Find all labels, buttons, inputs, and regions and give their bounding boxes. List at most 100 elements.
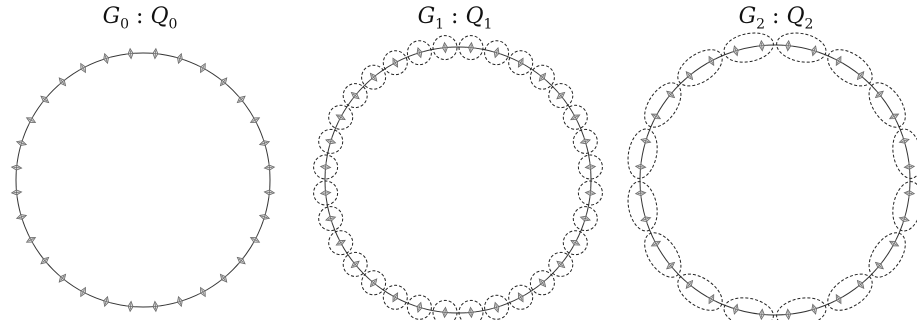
ring-node	[538, 278, 547, 288]
ring-node	[219, 77, 228, 87]
cluster-ellipse	[868, 82, 906, 128]
node-cross	[390, 294, 400, 301]
node-cross	[642, 135, 649, 146]
ring-node	[335, 238, 346, 248]
node-cross	[875, 90, 883, 99]
node-cross	[266, 162, 273, 173]
node-cross	[439, 309, 451, 316]
cluster-ellipse	[644, 82, 682, 128]
ring-node	[350, 91, 360, 100]
cluster-ellipse	[627, 181, 658, 232]
node-cross	[706, 296, 716, 302]
node-cross	[642, 214, 649, 225]
node-cross	[327, 136, 334, 147]
node-cross	[266, 187, 273, 198]
ring-node	[898, 214, 910, 225]
ring-node	[198, 62, 208, 74]
ring-node	[25, 235, 37, 245]
ring-node	[898, 135, 910, 146]
node-cross	[582, 136, 589, 147]
node-cross	[516, 294, 526, 301]
node-cross	[901, 135, 908, 146]
node-cross	[175, 55, 185, 62]
node-cross	[101, 298, 111, 305]
ring-node	[834, 55, 844, 67]
node-cross	[756, 311, 767, 318]
ring-edge	[324, 46, 592, 314]
node-cross	[706, 58, 716, 64]
ring-node	[40, 95, 50, 104]
node-cross	[58, 78, 67, 86]
cluster-circle	[508, 50, 534, 76]
ring-node	[15, 212, 28, 222]
ring-node	[888, 111, 900, 121]
node-cross	[261, 212, 268, 222]
node-cross	[516, 59, 526, 66]
ring-node	[579, 136, 591, 147]
cluster-circle	[432, 35, 458, 61]
ring-node	[783, 308, 794, 320]
ring-node	[78, 286, 88, 298]
node-cross	[465, 309, 477, 316]
node-cross	[783, 42, 794, 49]
node-cross	[730, 47, 741, 54]
ring-node	[650, 239, 662, 249]
node-cross	[18, 138, 25, 148]
ring-node	[58, 77, 67, 87]
panel-title-g2-q2: G2 : Q2	[738, 4, 814, 33]
ring-node	[10, 162, 23, 173]
node-cross	[28, 235, 34, 245]
node-cross	[538, 73, 547, 81]
ring-node	[584, 161, 597, 173]
node-cross	[125, 303, 136, 310]
ring-node	[783, 39, 794, 52]
ring-node	[10, 187, 23, 198]
ring-node	[125, 47, 136, 60]
ring-node	[258, 212, 271, 222]
ring-node	[390, 292, 400, 303]
ring-node	[634, 188, 647, 199]
cluster-circle	[318, 206, 344, 232]
ring-node	[58, 273, 67, 283]
node-cross	[875, 261, 883, 270]
node-cross	[557, 91, 565, 100]
node-cross	[198, 289, 208, 295]
ring-node	[258, 138, 271, 148]
node-cross	[219, 274, 228, 282]
ring-node	[706, 293, 716, 305]
ring-node	[101, 52, 111, 65]
cluster-ellipse	[677, 273, 723, 311]
node-cross	[637, 188, 644, 199]
ring-node	[730, 303, 741, 315]
cluster-circle	[342, 251, 368, 277]
ring-node	[175, 295, 185, 308]
ring-node	[150, 47, 161, 60]
cluster-circle	[382, 284, 408, 310]
node-cross	[414, 49, 425, 56]
node-cross	[41, 256, 49, 265]
ring-node	[101, 295, 111, 308]
node-cross	[756, 42, 767, 49]
ring-node	[491, 47, 502, 59]
node-cross	[337, 112, 344, 122]
panel-title-g1-q1: G1 : Q1	[417, 4, 493, 33]
cluster-circle	[406, 294, 432, 320]
node-cross	[101, 55, 111, 62]
node-cross	[13, 187, 20, 198]
node-cross	[667, 90, 675, 99]
node-cross	[414, 304, 425, 311]
node-cross	[13, 162, 20, 173]
cluster-circle	[508, 284, 534, 310]
node-cross	[685, 280, 694, 288]
node-cross	[491, 304, 502, 311]
node-cross	[237, 95, 245, 104]
node-cross	[667, 261, 675, 270]
node-cross	[906, 161, 913, 172]
node-cross	[637, 161, 644, 172]
node-cross	[58, 274, 67, 282]
node-cross	[730, 306, 741, 313]
ring-edge	[15, 52, 271, 308]
cluster-circle	[382, 50, 408, 76]
ring-node	[15, 138, 28, 148]
